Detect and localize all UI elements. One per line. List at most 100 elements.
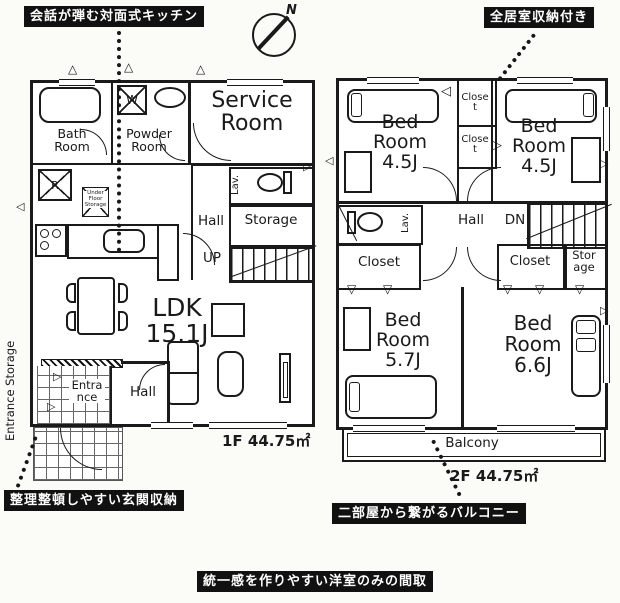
door-arc	[183, 233, 215, 265]
storage-2f-label: Storage	[572, 248, 596, 275]
wall	[191, 163, 312, 166]
vent-arrow-icon: ▷	[600, 304, 609, 317]
dining-table-icon	[77, 277, 115, 335]
callout-entrance-storage: 整理整頓しやすい玄関収納	[4, 490, 184, 511]
bedroom2-size: 4.5J	[521, 154, 557, 177]
callout-all-rooms-storage: 全居室収納付き	[484, 7, 595, 28]
bath-room-label: Bath Room	[54, 126, 90, 155]
window	[517, 77, 573, 84]
window	[497, 425, 575, 432]
floor1-area-label: 1F 44.75㎡	[222, 432, 311, 450]
entrance-storage-side-label: Entrance Storage	[3, 340, 17, 442]
lav-2f-label: Lav.	[400, 212, 411, 234]
door-arc	[467, 167, 501, 201]
closet-door-icon: ▽	[535, 282, 545, 296]
wall	[191, 166, 193, 280]
vent-icon: △	[196, 62, 206, 76]
lav-label: Lav.	[230, 174, 241, 195]
closet-door-icon: ▽	[383, 282, 393, 296]
floor1-plan: Bath Room W Powder Room Service Room Lav…	[30, 79, 317, 429]
door-arc	[193, 123, 231, 161]
door-arc	[423, 167, 457, 201]
toilet-icon	[357, 212, 383, 232]
toilet-icon	[257, 173, 283, 192]
wall	[121, 361, 170, 364]
bedroom1-name: Bed Room	[372, 111, 428, 153]
balcony-label: Balcony	[445, 435, 499, 451]
chair-icon	[66, 283, 76, 303]
wall	[339, 201, 605, 204]
wall	[167, 364, 170, 424]
closet-right-label: Closet	[509, 254, 551, 269]
leader-line-kitchen	[117, 31, 121, 252]
closet-left-label: Closet	[357, 254, 401, 270]
wall	[461, 287, 464, 427]
stairs-diagonal	[229, 245, 317, 278]
closet-door-icon: ◁	[441, 84, 451, 99]
table-icon	[211, 303, 245, 337]
door-arc	[467, 247, 501, 281]
bedroom1-label: Bed Room 4.5J	[361, 111, 439, 173]
sink-icon	[154, 87, 186, 108]
washer-label: W	[126, 93, 138, 107]
bedroom2-name: Bed Room	[511, 115, 567, 157]
vent-icon: △	[68, 62, 78, 76]
bed-icon	[505, 89, 597, 123]
burner-icon	[52, 229, 61, 238]
bed-icon	[345, 375, 437, 419]
bedroom3-name: Bed Room	[375, 309, 431, 351]
storage-2f	[563, 244, 607, 290]
ldk-name: LDK	[152, 293, 202, 322]
tv-board-icon	[279, 353, 291, 403]
service-room-label: Service Room	[211, 88, 293, 137]
pillow-icon	[351, 93, 362, 117]
hall-upper-label: Hall	[198, 213, 224, 229]
armchair-icon	[217, 351, 244, 397]
floor2-area-label: 2F 44.75㎡	[450, 467, 539, 485]
closet-door-icon: ▽	[575, 282, 585, 296]
bedroom4-size: 6.6J	[514, 353, 552, 377]
stairs-up	[229, 245, 317, 283]
chair-icon	[118, 311, 128, 331]
vent-arrow-icon: ◁	[16, 200, 25, 213]
bedroom3-label: Bed Room 5.7J	[369, 309, 437, 371]
callout-balcony: 二部屋から繋がるバルコニー	[332, 503, 526, 524]
pillow-icon	[583, 93, 594, 117]
vent-icon: △	[124, 60, 134, 74]
window	[209, 422, 287, 429]
vent-arrow-icon: ▷	[600, 157, 609, 170]
toilet-tank-icon	[347, 211, 356, 234]
bedroom2-label: Bed Room 4.5J	[501, 115, 577, 177]
stove-icon	[35, 224, 67, 257]
kitchen-counter-return	[157, 224, 179, 281]
closet-small-top-label: Closet	[461, 91, 489, 113]
closet-small-bottom	[457, 125, 497, 169]
window	[603, 325, 610, 383]
closet-right	[497, 244, 567, 290]
burner-icon	[40, 229, 49, 238]
bedroom3-size: 5.7J	[385, 348, 421, 371]
shoe-storage-door-icon: ▷	[47, 400, 56, 413]
fridge-label: R	[51, 178, 59, 192]
toilet-tank-icon	[283, 171, 292, 194]
closet-left	[339, 244, 421, 290]
stairs-diagonal	[526, 203, 612, 240]
window	[59, 79, 95, 86]
washing-machine-icon: W	[117, 85, 147, 115]
window	[227, 79, 283, 86]
chair-icon	[66, 311, 76, 331]
storage-label: Storage	[244, 212, 298, 228]
bedroom4-name: Bed Room	[504, 311, 562, 356]
wall	[491, 81, 493, 201]
pillow-icon	[576, 320, 596, 334]
dn-label: DN	[504, 212, 526, 228]
closet-small-bottom-label: Closet	[461, 133, 489, 155]
sofa-cushion-line	[169, 372, 197, 374]
callout-kitchen: 会話が弾む対面式キッチン	[24, 6, 205, 27]
window	[353, 425, 425, 432]
sofa-icon	[167, 341, 199, 405]
bedroom4-label: Bed Room 6.6J	[495, 313, 571, 376]
powder-room	[111, 83, 191, 165]
vent-arrow-icon: ▷	[303, 160, 312, 173]
